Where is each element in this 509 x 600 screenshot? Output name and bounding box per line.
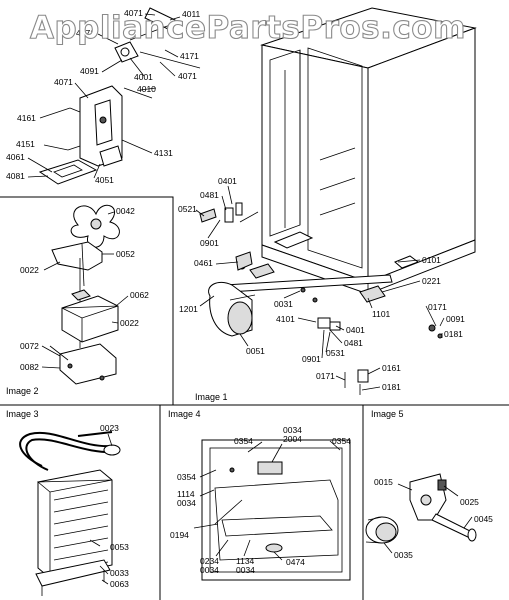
part-callout: 0401 (346, 325, 365, 335)
part-callout: 0034 (177, 498, 196, 508)
part-callout: 0161 (382, 363, 401, 373)
part-callout: 4010 (137, 84, 156, 94)
part-callout: 0063 (110, 579, 129, 589)
part-callout: 0461 (194, 258, 213, 268)
image3-label: Image 3 (6, 409, 39, 419)
part-callout: 0354 (177, 472, 196, 482)
part-callout: 0901 (200, 238, 219, 248)
part-callout: 0034 (236, 565, 255, 575)
part-callout: 0101 (422, 255, 441, 265)
part-callout: 0474 (286, 557, 305, 567)
part-callout: 0031 (274, 299, 293, 309)
upper-hinge (199, 202, 259, 271)
image1-label: Image 1 (195, 392, 228, 402)
part-callout: 0181 (444, 329, 463, 339)
part-callout: 0022 (20, 265, 39, 275)
part-callout: 1201 (179, 304, 198, 314)
part-callout: 4081 (6, 171, 25, 181)
part-callout: 0022 (120, 318, 139, 328)
part-callout: 0091 (446, 314, 465, 324)
part-callout: 0481 (344, 338, 363, 348)
part-callout: 0354 (234, 436, 253, 446)
part-callout: 4071 (54, 77, 73, 87)
part-callout: 4051 (95, 175, 114, 185)
part-callout: 0171 (428, 302, 447, 312)
watermark: AppliancePartsPros.com (30, 10, 466, 46)
part-callout: 0481 (200, 190, 219, 200)
image2-label: Image 2 (6, 386, 39, 396)
part-callout: 2004 (283, 434, 302, 444)
part-callout: 0531 (326, 348, 345, 358)
part-callout: 4131 (154, 148, 173, 158)
damper-motor-assembly (365, 473, 477, 544)
leader-lines (27, 13, 473, 585)
part-callout: 4161 (17, 113, 36, 123)
part-callout: 0521 (178, 204, 197, 214)
part-callout: 0062 (130, 290, 149, 300)
evaporator-assembly (19, 431, 121, 596)
part-callout: 4101 (276, 314, 295, 324)
part-callouts: 4071 4011 4071 4171 4091 4001 4071 4010 … (6, 8, 493, 589)
part-callout: 0401 (218, 176, 237, 186)
part-callout: 4091 (80, 66, 99, 76)
part-callout: 0354 (332, 436, 351, 446)
part-callout: 0171 (316, 371, 335, 381)
fan-motor-assembly (49, 204, 120, 385)
part-callout: 4071 (178, 71, 197, 81)
image4-label: Image 4 (168, 409, 201, 419)
part-callout: 4071 (124, 8, 143, 18)
panel-frames (0, 196, 509, 600)
part-callout: 4171 (180, 51, 199, 61)
part-callout: 0234 (200, 556, 219, 566)
part-callout: 4061 (6, 152, 25, 162)
part-callout: 0072 (20, 341, 39, 351)
part-callout: 0015 (374, 477, 393, 487)
part-callout: 0045 (474, 514, 493, 524)
part-callout: 0194 (170, 530, 189, 540)
part-callout: 0181 (382, 382, 401, 392)
freezer-panel (201, 439, 351, 581)
damper-assembly (208, 281, 256, 337)
part-callout: 0053 (110, 542, 129, 552)
part-callout: 0035 (394, 550, 413, 560)
part-callout: 4071 (76, 28, 95, 38)
part-callout: 0033 (110, 568, 129, 578)
part-callout: 0051 (246, 346, 265, 356)
cabinet-illustration (260, 7, 477, 295)
part-callout: 0034 (283, 425, 302, 435)
part-callout: 4151 (16, 139, 35, 149)
part-callout: 4001 (134, 72, 153, 82)
part-callout: 0221 (422, 276, 441, 286)
part-callout: 0901 (302, 354, 321, 364)
part-callout: 0034 (200, 565, 219, 575)
part-callout: 0023 (100, 423, 119, 433)
part-callout: 0052 (116, 249, 135, 259)
image5-label: Image 5 (371, 409, 404, 419)
part-callout: 0042 (116, 206, 135, 216)
image2-frame (0, 196, 174, 405)
part-callout: 1101 (372, 309, 391, 319)
part-callout: 0025 (460, 497, 479, 507)
part-callout: 1134 (236, 556, 255, 566)
part-callout: 4011 (182, 9, 201, 19)
control-assembly (38, 7, 201, 185)
part-callout: 0082 (20, 362, 39, 372)
part-callout: 1114 (177, 489, 195, 499)
